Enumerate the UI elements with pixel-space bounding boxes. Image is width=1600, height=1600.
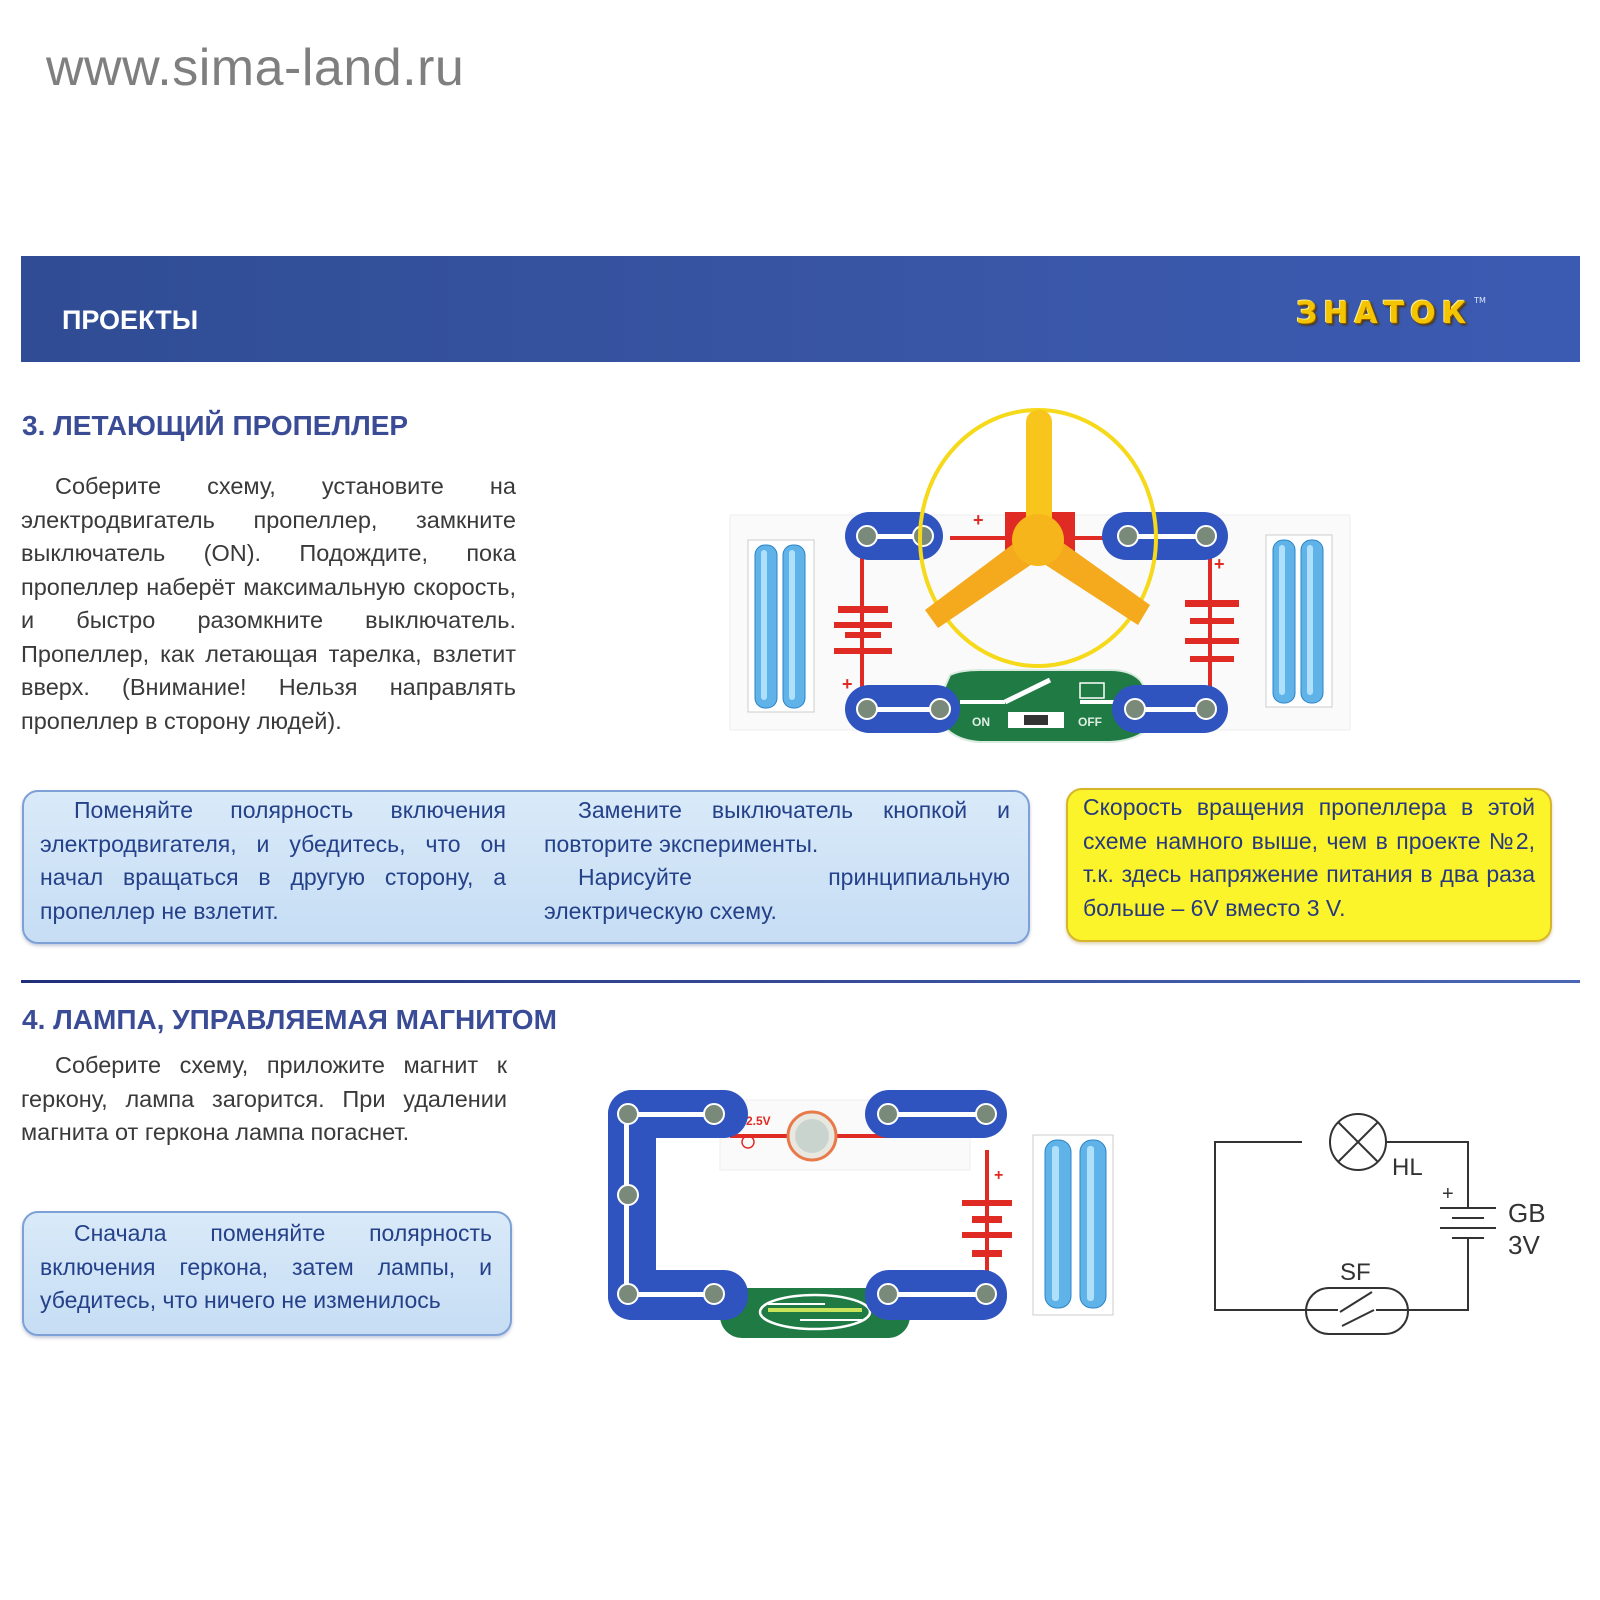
banner-title: ПРОЕКТЫ xyxy=(62,305,199,335)
project-4-note-text: Сначала поменяйте полярность включения г… xyxy=(40,1220,492,1313)
battery-symbol xyxy=(1440,1207,1496,1239)
battery-voltage: 3V xyxy=(1508,1230,1540,1260)
plus-sign-motor: + xyxy=(973,510,984,530)
snap-wire-left-frame xyxy=(608,1090,748,1320)
schematic-wires xyxy=(1214,1141,1469,1311)
propeller xyxy=(918,408,1158,668)
project-3-note-middle: Замените выключатель кнопкой и повторите… xyxy=(544,794,1010,928)
lamp-bulb xyxy=(786,1110,838,1162)
lamp-circuit-diagram: + 2.5V xyxy=(608,1090,1114,1338)
section-banner xyxy=(21,256,1580,362)
battery-plus-sign: + xyxy=(1442,1183,1454,1205)
schematic-diagram: HL + GB 3V SF xyxy=(1214,1113,1546,1335)
snap-wire-top-left xyxy=(845,512,943,560)
project-3-note-middle-1: Замените выключатель кнопкой и повторите… xyxy=(544,797,1010,857)
battery-holder-right xyxy=(1265,534,1333,708)
project-3-note-left: Поменяйте полярность включения электродв… xyxy=(40,794,506,928)
battery-holder xyxy=(1032,1134,1114,1316)
reed-switch xyxy=(720,1288,910,1338)
project-4-tips-box xyxy=(22,1211,512,1336)
snap-wire-bottom-left xyxy=(845,685,960,733)
trademark-mark: TM xyxy=(1474,296,1486,305)
switch-on-label: ON xyxy=(972,715,990,729)
project-3-paragraph-text: Соберите схему, установите на электродви… xyxy=(21,473,516,734)
lamp-symbol xyxy=(1329,1113,1387,1171)
snap-wire-top-right xyxy=(1102,512,1228,560)
propeller-circuit-diagram: + + + ON OFF xyxy=(729,408,1351,743)
plus-sign-left: + xyxy=(842,674,853,694)
project-4-paragraph: Соберите схему, приложите магнит к герко… xyxy=(21,1049,507,1150)
snap-wire-bottom-right xyxy=(1112,685,1228,733)
project-3-tips-box xyxy=(22,790,1030,944)
switch-off-label: OFF xyxy=(1078,715,1102,729)
lamp-label: HL xyxy=(1392,1154,1423,1181)
project-4-title: 4. ЛАМПА, УПРАВЛЯЕМАЯ МАГНИТОМ xyxy=(22,1004,557,1035)
brand-name: ЗНАТОК xyxy=(1296,296,1473,331)
project-3-title: 3. ЛЕТАЮЩИЙ ПРОПЕЛЛЕР xyxy=(22,410,409,441)
plus-sign-right: + xyxy=(1214,554,1225,574)
project-3-note-middle-2: Нарисуйте принципиальную электрическую с… xyxy=(544,864,1010,924)
project-3-note-left-text: Поменяйте полярность включения электродв… xyxy=(40,797,506,924)
lamp-icon xyxy=(741,1135,755,1149)
section-divider xyxy=(21,980,1580,983)
plus-sign: + xyxy=(994,1167,1003,1184)
project-3-info-box xyxy=(1066,788,1552,942)
project-3-paragraph: Соберите схему, установите на электродви… xyxy=(21,470,516,738)
snap-wire-bottom-right xyxy=(865,1270,1007,1320)
project-3-note-yellow: Скорость вращения пропеллера в этой схем… xyxy=(1083,794,1535,921)
reed-switch-symbol xyxy=(1305,1287,1409,1335)
slide-switch: ON OFF xyxy=(933,669,1162,743)
battery-label: GB xyxy=(1508,1198,1546,1228)
site-watermark: www.sima-land.ru xyxy=(46,39,465,97)
lamp-voltage-label: 2.5V xyxy=(746,1114,771,1128)
project-4-paragraph-text: Соберите схему, приложите магнит к герко… xyxy=(21,1052,507,1145)
snap-wire-top-right xyxy=(865,1090,1007,1138)
switch-label: SF xyxy=(1340,1259,1371,1286)
project-4-note: Сначала поменяйте полярность включения г… xyxy=(40,1217,492,1318)
battery-holder-left xyxy=(747,539,815,713)
